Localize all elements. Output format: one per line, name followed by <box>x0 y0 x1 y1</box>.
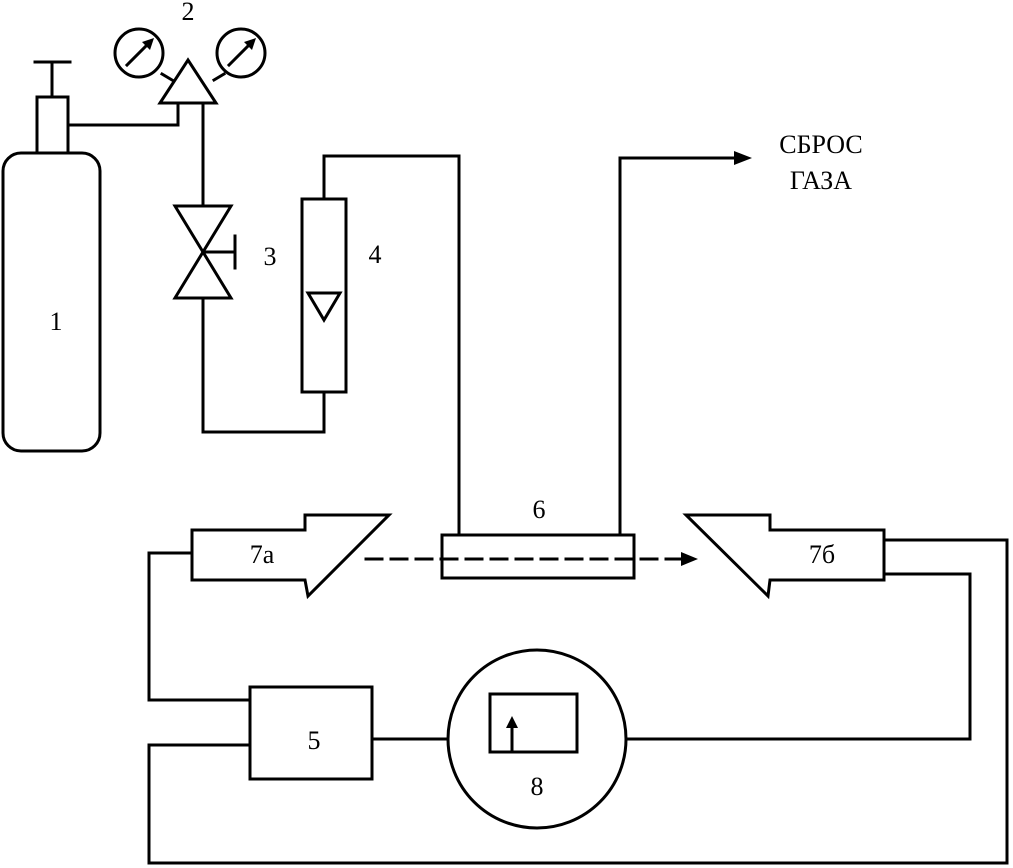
pressure-gauge-icon <box>113 27 165 79</box>
controller-block: 5 <box>248 685 374 781</box>
pipe-flowmeter-to-cell <box>322 154 461 537</box>
exhaust-arrow <box>734 151 752 165</box>
pipe-cell-to-exhaust <box>618 156 737 537</box>
pipe-cylinder-to-regulator <box>66 101 180 127</box>
label-valve: 3 <box>264 242 277 271</box>
needle-valve-icon: 3 <box>172 204 277 300</box>
pipe-valve-to-flowmeter <box>201 296 326 434</box>
exhaust-label-line2: ГАЗА <box>790 166 852 195</box>
label-emitter: 7а <box>250 540 275 569</box>
label-cell: 6 <box>533 495 546 524</box>
pressure-regulator: 2 <box>113 0 267 105</box>
flowmeter: 4 <box>300 197 382 394</box>
label-receiver: 7б <box>809 540 835 569</box>
label-recorder: 8 <box>531 772 544 801</box>
rotameter-float-icon <box>305 291 343 323</box>
wire-controller-to-receiver <box>147 538 1009 865</box>
label-regulator: 2 <box>182 0 195 26</box>
emitter-7a: 7а <box>190 513 393 600</box>
measurement-cell: 6 <box>440 495 636 580</box>
beam-arrow <box>681 552 698 566</box>
recorder: 8 <box>446 648 628 830</box>
label-flowmeter: 4 <box>369 240 382 269</box>
up-arrow-icon <box>506 716 518 751</box>
label-cylinder: 1 <box>50 307 63 336</box>
wire-emitter-to-controller <box>147 551 252 702</box>
receiver-7b: 7б <box>682 513 886 600</box>
pressure-gauge-icon <box>215 27 267 79</box>
gas-cylinder: 1 <box>1 60 102 453</box>
exhaust-label-line1: СБРОС <box>779 130 862 159</box>
label-controller: 5 <box>308 726 321 755</box>
wire-recorder-to-receiver <box>624 572 972 741</box>
